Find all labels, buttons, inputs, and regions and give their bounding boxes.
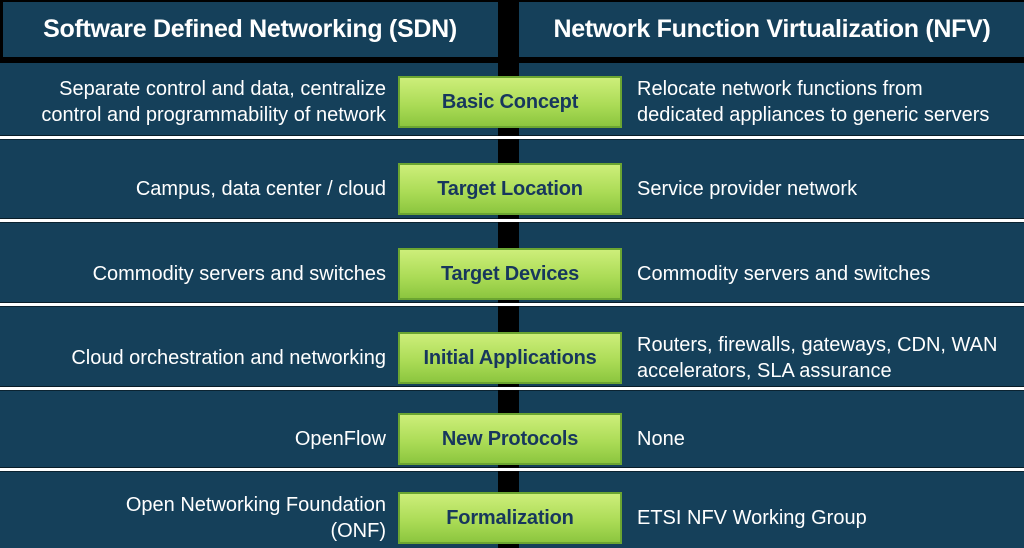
column-header-sdn: Software Defined Networking (SDN) <box>0 2 497 57</box>
category-box-formalization: Formalization <box>398 492 622 544</box>
nfv-cell: None <box>637 413 1017 465</box>
sdn-cell: Campus, data center / cloud <box>8 163 386 215</box>
sdn-cell: Separate control and data, centralize co… <box>8 76 386 128</box>
nfv-cell: Routers, firewalls, gateways, CDN, WAN a… <box>637 332 1017 384</box>
sdn-cell: OpenFlow <box>8 413 386 465</box>
nfv-text: Commodity servers and switches <box>637 263 931 285</box>
nfv-cell: Service provider network <box>637 163 1017 215</box>
table-row-target-devices: Commodity servers and switches Target De… <box>0 248 1024 300</box>
table-row-initial-applications: Cloud orchestration and networking Initi… <box>0 332 1024 384</box>
sdn-text: Open Networking Foundation (ONF) <box>125 494 386 542</box>
top-edge-line <box>0 0 1024 2</box>
header-divider-line <box>0 57 1024 63</box>
table-row-basic-concept: Separate control and data, centralize co… <box>0 76 1024 128</box>
sdn-text: Commodity servers and switches <box>92 263 386 285</box>
category-box-target-devices: Target Devices <box>398 248 622 300</box>
sdn-cell: Open Networking Foundation (ONF) <box>8 492 386 544</box>
nfv-text: Service provider network <box>637 178 858 200</box>
nfv-text: None <box>637 428 685 450</box>
nfv-text: ETSI NFV Working Group <box>637 507 867 529</box>
nfv-text: Relocate network functions from dedicate… <box>637 78 990 126</box>
sdn-text: OpenFlow <box>294 428 386 450</box>
table-row-formalization: Open Networking Foundation (ONF) Formali… <box>0 492 1024 544</box>
row-divider <box>0 387 1024 390</box>
column-header-nfv: Network Function Virtualization (NFV) <box>553 15 991 43</box>
nfv-cell: Relocate network functions from dedicate… <box>637 76 1017 128</box>
nfv-cell: Commodity servers and switches <box>637 248 1017 300</box>
row-divider <box>0 219 1024 222</box>
nfv-cell: ETSI NFV Working Group <box>637 492 1017 544</box>
sdn-cell: Commodity servers and switches <box>8 248 386 300</box>
sdn-text: Cloud orchestration and networking <box>71 347 386 369</box>
nfv-text: Routers, firewalls, gateways, CDN, WAN a… <box>637 334 998 382</box>
row-divider <box>0 468 1024 471</box>
sdn-text: Separate control and data, centralize co… <box>41 78 386 126</box>
category-box-target-location: Target Location <box>398 163 622 215</box>
row-divider <box>0 303 1024 306</box>
table-row-target-location: Campus, data center / cloud Target Locat… <box>0 163 1024 215</box>
sdn-text: Campus, data center / cloud <box>135 178 386 200</box>
category-box-basic-concept: Basic Concept <box>398 76 622 128</box>
table-row-new-protocols: OpenFlow New Protocols None <box>0 413 1024 465</box>
sdn-cell: Cloud orchestration and networking <box>8 332 386 384</box>
category-box-new-protocols: New Protocols <box>398 413 622 465</box>
row-divider <box>0 136 1024 139</box>
category-box-initial-applications: Initial Applications <box>398 332 622 384</box>
